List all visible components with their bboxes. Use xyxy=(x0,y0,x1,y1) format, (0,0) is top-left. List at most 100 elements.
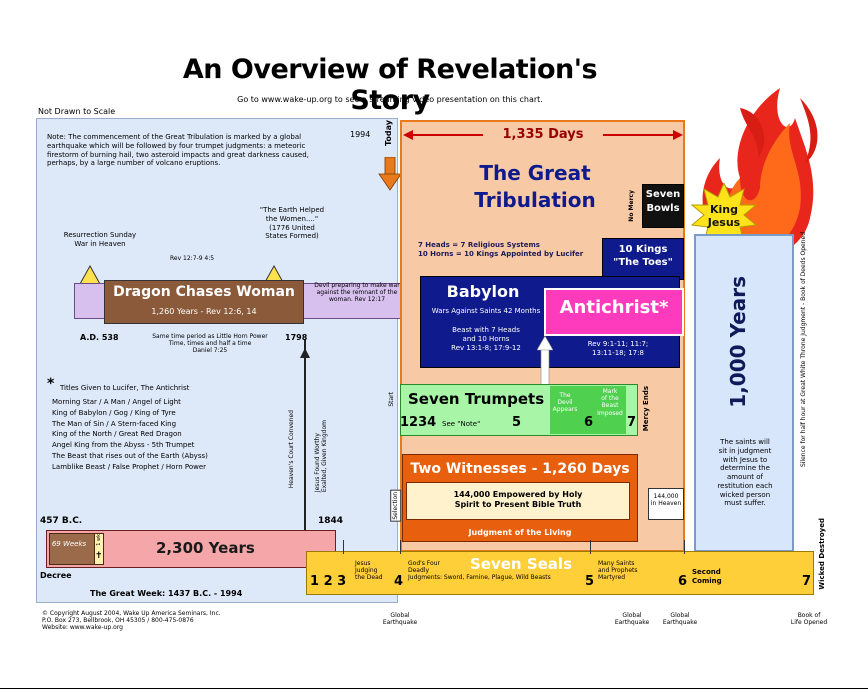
king-jesus-label: King Jesus xyxy=(707,203,741,229)
week-1-box xyxy=(94,533,104,565)
selection-label: Selection xyxy=(390,490,402,522)
in-heaven-box xyxy=(648,488,684,520)
page-title: An Overview of Revelation's Story xyxy=(182,54,598,116)
date-457bc: 457 B.C. xyxy=(40,516,83,526)
date-1798: 1798 xyxy=(285,333,308,342)
book-of-life-label: Book of Life Opened xyxy=(790,612,828,627)
copyright-text: © Copyright August 2004, Wake Up America… xyxy=(42,610,221,632)
seal-4: 4 xyxy=(394,574,404,589)
millennium-title: 1,000 Years xyxy=(726,276,750,408)
trumpet-6: 6 xyxy=(584,415,594,430)
seal-5: 5 xyxy=(585,574,595,589)
two-witnesses-title: Two Witnesses - 1,260 Days xyxy=(410,461,630,477)
antichrist-refs: Rev 9:1-11; 11:7; 13:11-18; 17:8 xyxy=(587,340,649,357)
silence-label: Silence for half hour at Great White Thr… xyxy=(800,232,807,468)
babylon-title: Babylon xyxy=(446,282,520,301)
date-ad538: A.D. 538 xyxy=(80,333,119,342)
mark-beast-text: Mark of the Beast Imposed xyxy=(597,388,623,417)
weeks-69-label: 69 Weeks xyxy=(51,540,87,548)
earth-helped-quote: "The Earth Helped the Women...." (1776 U… xyxy=(259,206,325,241)
seal-marker-line xyxy=(684,540,685,554)
arrow-up-icon xyxy=(300,348,310,358)
weeks-69-box xyxy=(49,533,97,565)
days-1335-label: 1,335 Days xyxy=(502,127,584,142)
date-1994: 1994 xyxy=(350,130,371,139)
seven-trumpets-title: Seven Trumpets xyxy=(408,390,545,408)
trumpet-7: 7 xyxy=(627,415,637,430)
antichrist-box xyxy=(544,288,684,336)
seal-6: 6 xyxy=(678,574,688,589)
heads-horns-text: 7 Heads = 7 Religious Systems 10 Horns =… xyxy=(418,241,584,258)
jesus-found-worthy-label: Jesus Found Worthy Exalted, Given Kingdo… xyxy=(314,420,329,493)
title-item: Morning Star / A Man / Angel of Light xyxy=(52,398,181,406)
dragon-chases-box xyxy=(104,280,304,324)
ten-kings-label: 10 Kings "The Toes" xyxy=(613,244,673,268)
titles-list: Morning Star / A Man / Angel of Light Ki… xyxy=(52,398,282,471)
many-saints-text: Many Saints and Prophets Martyred xyxy=(598,560,638,582)
cross-icon: ✝ xyxy=(95,551,103,561)
tribulation-title: The Great Tribulation xyxy=(474,161,596,212)
devil-appears-text: The Devil Appears xyxy=(552,392,578,414)
date-1844: 1844 xyxy=(318,516,344,526)
arrow-up-white-icon xyxy=(537,336,553,412)
king-jesus-starburst xyxy=(690,183,758,249)
triangle-marker-left xyxy=(79,265,101,285)
not-to-scale-label: Not Drawn to Scale xyxy=(38,107,116,116)
timeline-vertical-line xyxy=(304,340,306,555)
title-item: King of the North / Great Red Dragon xyxy=(52,430,182,439)
title-item: Lamblike Beast / False Prophet / Horn Po… xyxy=(52,462,207,471)
sealed-144-box xyxy=(406,482,630,520)
note-text: Note: The commencement of the Great Trib… xyxy=(47,133,309,168)
dragon-chases-sub: 1,260 Years - Rev 12:6, 14 xyxy=(151,307,257,316)
title-item: The Man of Sin / A Stern-faced King xyxy=(52,419,177,428)
second-coming-text: Second Coming xyxy=(692,568,722,585)
jesus-judging-text: Jesus Judging the Dead xyxy=(355,560,383,582)
trumpet-5: 5 xyxy=(512,415,522,430)
trumpet-56-box xyxy=(550,386,626,434)
see-note-label: See "Note" xyxy=(442,420,481,428)
seal-marker-line xyxy=(590,540,591,554)
seven-seals-title: Seven Seals xyxy=(470,555,572,573)
antichrist-label: Antichrist* xyxy=(559,297,669,318)
seal-marker-line xyxy=(400,540,401,554)
wicked-destroyed-label: Wicked Destroyed xyxy=(818,518,826,590)
global-earthquake-3: Global Earthquake xyxy=(662,612,698,627)
rev-12-ref: Rev 12:7-9 4:5 xyxy=(170,255,215,262)
bottom-rule xyxy=(0,688,868,689)
saints-judgment-text: The saints will sit in judgment with Jes… xyxy=(717,438,773,508)
great-week-label: The Great Week: 1437 B.C. - 1994 xyxy=(90,589,243,598)
mercy-ends-label: Mercy Ends xyxy=(642,386,650,432)
start-label: Start xyxy=(388,392,395,407)
babylon-beast-text: Beast with 7 Heads and 10 Horns Rev 13:1… xyxy=(451,326,521,352)
global-earthquake-1: Global Earthquake xyxy=(382,612,418,627)
gods-four-text: God's Four Deadly Judgments: Sword, Fami… xyxy=(408,560,551,582)
in-heaven-label: 144,000 in Heaven xyxy=(650,493,682,508)
resurrection-label: Resurrection Sunday War in Heaven xyxy=(63,231,137,248)
days-1335-arrow xyxy=(403,127,683,143)
seven-bowls-label: Seven Bowls xyxy=(645,189,681,214)
no-mercy-label: No Mercy xyxy=(628,190,635,222)
seal-7: 7 xyxy=(802,574,812,589)
title-item: The Beast that rises out of the Earth (A… xyxy=(52,451,208,460)
little-horn-text: Same time period as Little Horn Power Ti… xyxy=(152,333,268,355)
arrow-down-icon xyxy=(378,157,402,191)
titles-heading: Titles Given to Lucifer, The Antichrist xyxy=(60,384,190,392)
devil-preparing-text: Devil preparing to make war against the … xyxy=(314,282,400,304)
trumpet-numbers-1234: 1234 xyxy=(400,415,437,430)
sealed-144-text: 144,000 Empowered by Holy Spirit to Pres… xyxy=(453,490,583,509)
decree-label: Decree xyxy=(40,571,72,580)
years-2300-label: 2,300 Years xyxy=(156,539,255,557)
left-panel xyxy=(36,118,398,603)
title-item: King of Babylon / Gog / King of Tyre xyxy=(52,408,176,417)
today-label: Today xyxy=(384,120,393,146)
millennium-panel xyxy=(694,234,794,552)
titles-star: * xyxy=(47,376,55,392)
global-earthquake-2: Global Earthquake xyxy=(614,612,650,627)
seal-numbers-123: 1 2 3 xyxy=(310,574,347,589)
dragon-chases-title: Dragon Chases Woman xyxy=(113,284,295,300)
seven-seals-bar xyxy=(306,551,814,595)
babylon-subtitle: Wars Against Saints 42 Months xyxy=(431,307,541,315)
judgment-living-label: Judgment of the Living xyxy=(468,528,572,537)
week-1-label: 1 wk xyxy=(96,534,102,546)
title-item: Angel King from the Abyss - 5th Trumpet xyxy=(52,441,195,449)
